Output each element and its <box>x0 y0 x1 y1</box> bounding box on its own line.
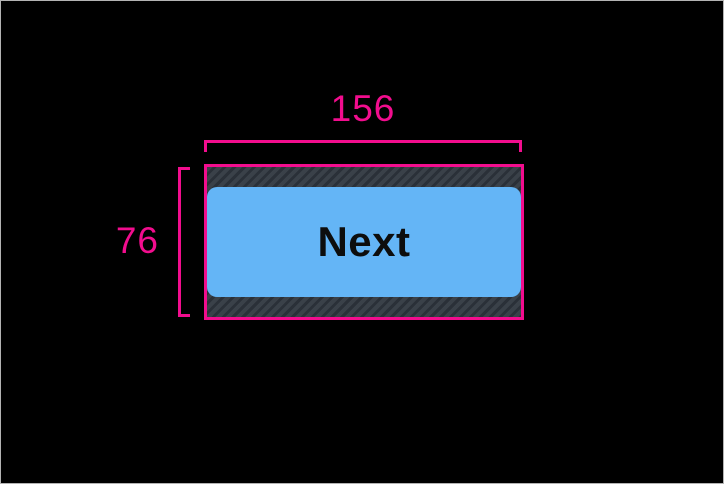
height-measurement-bracket <box>178 167 190 317</box>
width-dimension-label: 156 <box>330 88 396 129</box>
width-measurement-bracket <box>204 140 522 152</box>
next-button-label: Next <box>317 218 411 265</box>
next-button[interactable]: Next <box>207 187 521 297</box>
measured-bounds-outline: Next <box>204 164 524 320</box>
height-dimension-label: 76 <box>115 220 159 261</box>
